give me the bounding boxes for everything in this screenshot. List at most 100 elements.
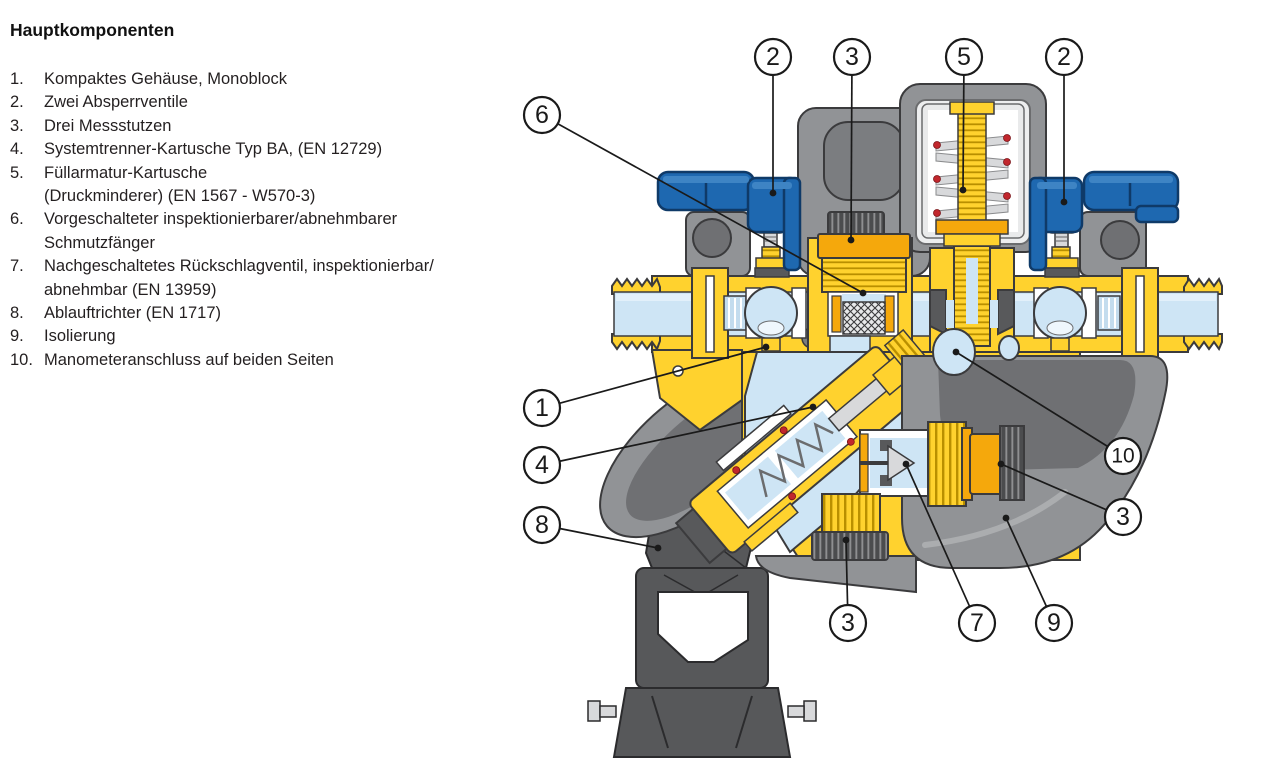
legend-item-text: Füllarmatur-Kartusche (Druckminderer) (E… <box>44 163 316 206</box>
callout-leader-line <box>955 351 1109 448</box>
callout-target-dot <box>959 186 967 194</box>
reducer-adjuster-nut <box>949 101 995 115</box>
ba-lever <box>715 404 792 472</box>
callout-target-dot <box>809 403 817 411</box>
callout-3: 3 <box>997 460 1143 537</box>
top-port-threads <box>821 257 907 293</box>
legend-item: 7. Nachgeschaltetes Rückschlagventil, ins… <box>10 255 530 302</box>
check-valve <box>859 421 1025 507</box>
callout-circle <box>522 388 562 428</box>
callout-target-dot <box>859 289 867 297</box>
reducer-adjuster-stem <box>957 107 987 223</box>
callout-circle <box>522 445 562 485</box>
collar-right-cavity <box>1100 220 1140 260</box>
callout-number: 6 <box>535 101 549 129</box>
callout-number: 3 <box>1116 503 1130 531</box>
callout-target-dot <box>952 348 960 356</box>
legend-item-text: Isolierung <box>44 327 116 346</box>
legend-item-number: 10. <box>10 350 33 369</box>
reducer-flange <box>943 233 1001 247</box>
callout-circle <box>1044 37 1084 77</box>
callout-leader-line <box>559 346 767 405</box>
legend-item-text: Ablauftrichter (EN 1717) <box>44 304 221 323</box>
insulation-top-center-cavity <box>823 121 905 201</box>
callout-3: 3 <box>828 536 868 643</box>
callout-leader-line <box>1000 463 1107 511</box>
union-washer-right <box>1135 275 1145 353</box>
reducer-spring-dots <box>933 134 1011 217</box>
callout-target-dot <box>769 189 777 197</box>
callout-3: 3 <box>832 37 872 244</box>
legend-item-text: Manometeranschluss auf beiden Seiten <box>44 350 334 369</box>
reducer-cartridge <box>921 101 1025 247</box>
legend-item-text: Nachgeschaltetes Rückschlagventil, inspe… <box>44 257 434 299</box>
ba-spring <box>758 422 834 498</box>
callout-leader-line <box>559 406 814 463</box>
legend-item-number: 9. <box>10 327 24 346</box>
legend-item: 5. Füllarmatur-Kartusche (Druckminderer) … <box>10 162 530 209</box>
callout-leader-line <box>962 74 965 191</box>
legend-item: 10. Manometeranschluss auf beiden Seiten <box>10 349 530 372</box>
legend-panel: Hauptkomponenten 1.Kompaktes Gehäuse, Mo… <box>10 20 530 372</box>
callout-circle <box>944 37 984 77</box>
legend-item-text: Kompaktes Gehäuse, Monoblock <box>44 70 288 88</box>
outlet-thread-bottom <box>1183 333 1223 352</box>
handle-right <box>1028 170 1180 272</box>
legend-item-text: Vorgeschalteter inspektionierbarer/abneh… <box>44 210 398 252</box>
callouts-layer: 2 3 5 2 6 1 4 8 3 7 9 10 3 <box>522 37 1143 643</box>
funnel-air-gap-window <box>657 591 749 663</box>
callout-number: 2 <box>766 43 780 71</box>
reducer-seal-left <box>929 289 947 336</box>
callout-circle <box>522 505 562 545</box>
callout-circle <box>1103 436 1143 476</box>
callout-target-dot <box>842 536 850 544</box>
legend-item-text: Drei Messstutzen <box>44 116 172 135</box>
legend-item-number: 3. <box>10 116 24 135</box>
strainer-post <box>831 295 842 333</box>
callout-8: 8 <box>522 505 662 552</box>
top-port-base <box>817 233 911 259</box>
legend-item: 9. Isolierung <box>10 325 530 348</box>
callout-number: 9 <box>1047 609 1061 637</box>
strainer-mesh <box>842 301 886 335</box>
callout-number: 4 <box>535 451 549 479</box>
check-valve-poppet <box>887 444 916 482</box>
strainer-post <box>884 295 895 333</box>
funnel-screw-right <box>787 700 817 722</box>
reducer-seal-right <box>997 289 1015 336</box>
legend-item-number: 4. <box>10 140 24 159</box>
body-bottom-gray-strip <box>754 555 917 594</box>
callout-leader-line <box>850 74 853 241</box>
callout-1: 1 <box>522 343 770 428</box>
legend-title: Hauptkomponenten <box>10 20 175 40</box>
callout-number: 7 <box>970 609 984 637</box>
legend-item-number: 6. <box>10 210 24 229</box>
bottom-port <box>811 493 889 561</box>
callout-target-dot <box>654 544 662 552</box>
callout-number: 2 <box>1057 43 1071 71</box>
legend-item-number: 7. <box>10 257 24 276</box>
shutoff-handles <box>656 170 1180 272</box>
callout-target-dot <box>762 343 770 351</box>
callout-target-dot <box>847 236 855 244</box>
callout-number: 1 <box>535 394 549 422</box>
callout-target-dot <box>1060 198 1068 206</box>
legend-item-text: Systemtrenner-Kartusche Typ BA, (EN 1272… <box>44 140 383 159</box>
callout-circle <box>1034 603 1074 643</box>
check-valve-threads <box>927 421 967 507</box>
callout-circle <box>753 37 793 77</box>
funnel-base <box>612 687 792 758</box>
legend-item-number: 5. <box>10 163 24 182</box>
union-washer-left <box>705 275 715 353</box>
callout-10: 10 <box>952 348 1143 476</box>
callout-number: 5 <box>957 43 971 71</box>
callout-2: 2 <box>753 37 793 197</box>
inlet-thread-bottom <box>611 333 661 352</box>
callout-leader-line <box>905 463 971 607</box>
handle-left <box>656 170 802 272</box>
callout-leader-line <box>1005 517 1048 607</box>
callout-number: 10 <box>1111 445 1134 468</box>
